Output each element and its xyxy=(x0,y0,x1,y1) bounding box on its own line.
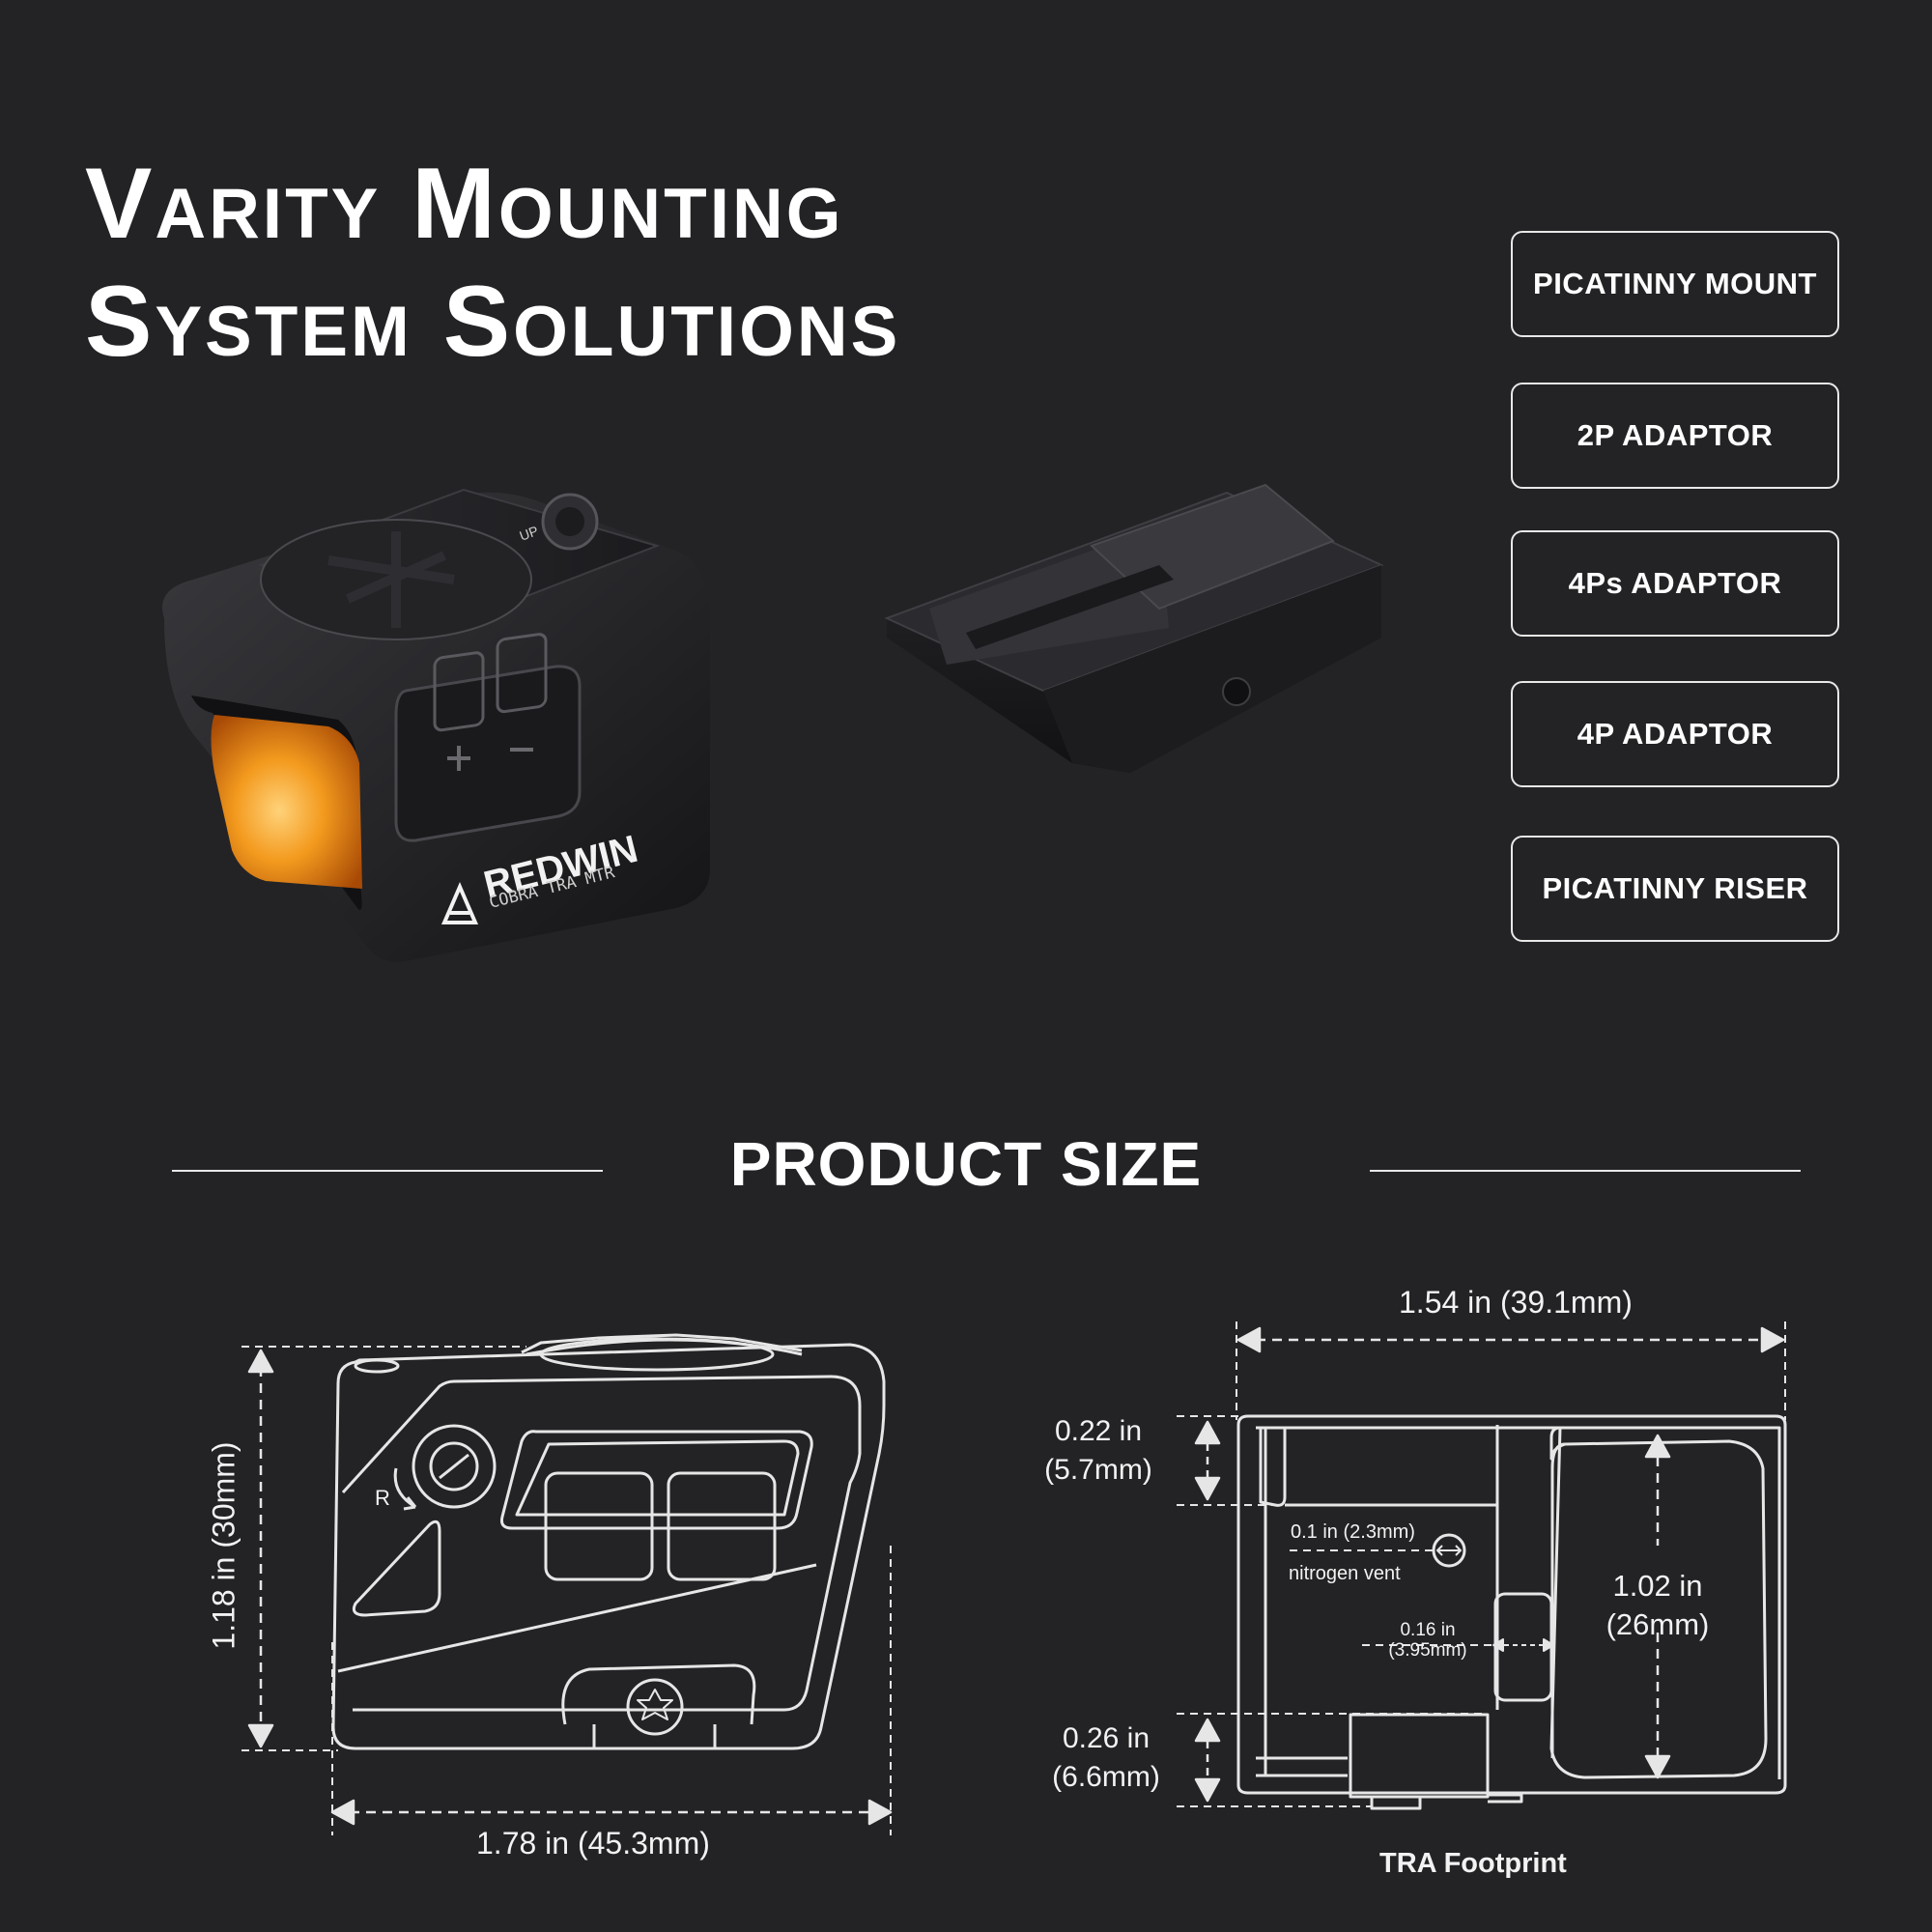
height-dimension-arrow xyxy=(247,1349,274,1748)
top-gap-dimension-arrow xyxy=(1194,1420,1221,1501)
top-gap-in: 0.22 in xyxy=(1054,1415,1143,1447)
red-dot-sight-render: UP REDWIN COBRA TRA MTR xyxy=(162,488,710,962)
side-view-extension-lines xyxy=(242,1346,892,1835)
page-headline: Varity Mounting System Solutions xyxy=(85,145,900,381)
title-rule-left xyxy=(172,1170,603,1172)
top-gap-label: 0.22 in (5.7mm) xyxy=(1026,1412,1171,1490)
side-view-drawing: R xyxy=(331,1333,886,1750)
battery-gap-in: 0.16 in xyxy=(1400,1620,1456,1640)
footprint-height-label: 1.02 in (26mm) xyxy=(1585,1567,1730,1644)
battery-gap-mm: (3.95mm) xyxy=(1388,1640,1467,1661)
length-dimension-label: 1.78 in (45.3mm) xyxy=(476,1826,710,1861)
bottom-gap-in: 0.26 in xyxy=(1062,1722,1151,1754)
battery-gap-dimension-arrow xyxy=(1492,1638,1554,1652)
battery-gap-label: 0.16 in (3.95mm) xyxy=(1379,1620,1476,1661)
title-rule-right xyxy=(1370,1170,1801,1172)
length-dimension-arrow xyxy=(330,1799,893,1826)
width-dimension-arrow xyxy=(1236,1326,1785,1353)
headline-line-2: System Solutions xyxy=(85,266,901,378)
footprint-height-in: 1.02 in xyxy=(1612,1569,1703,1603)
footprint-extension-lines xyxy=(1177,1321,1786,1807)
section-title-product-size: PRODUCT SIZE xyxy=(729,1129,1203,1199)
option-2p-adaptor: 2P ADAPTOR xyxy=(1511,383,1839,489)
footprint-height-dimension-arrow xyxy=(1644,1434,1671,1779)
option-4ps-adaptor: 4Ps ADAPTOR xyxy=(1511,530,1839,637)
bottom-gap-mm: (6.6mm) xyxy=(1052,1761,1160,1793)
turret-up-mark: UP xyxy=(518,523,541,544)
picatinny-mount-render xyxy=(884,483,1384,773)
option-4p-adaptor: 4P ADAPTOR xyxy=(1511,681,1839,787)
option-picatinny-riser: PICATINNY RISER xyxy=(1511,836,1839,942)
width-dimension-label: 1.54 in (39.1mm) xyxy=(1399,1285,1633,1320)
footprint-height-mm: (26mm) xyxy=(1605,1607,1710,1641)
top-gap-mm: (5.7mm) xyxy=(1044,1454,1152,1486)
windage-r-mark: R xyxy=(375,1486,390,1510)
headline-line-1: Varity Mounting xyxy=(85,148,844,260)
bottom-gap-dimension-arrow xyxy=(1194,1718,1221,1803)
nitrogen-vent-label: nitrogen vent xyxy=(1289,1563,1401,1584)
footprint-drawing xyxy=(1236,1414,1787,1810)
footprint-caption: TRA Footprint xyxy=(1379,1848,1567,1879)
height-dimension-label: 1.18 in (30mm) xyxy=(206,1441,242,1650)
option-picatinny-mount: PICATINNY MOUNT xyxy=(1511,231,1839,337)
bottom-gap-label: 0.26 in (6.6mm) xyxy=(1034,1719,1179,1797)
vent-size-label: 0.1 in (2.3mm) xyxy=(1291,1521,1415,1543)
